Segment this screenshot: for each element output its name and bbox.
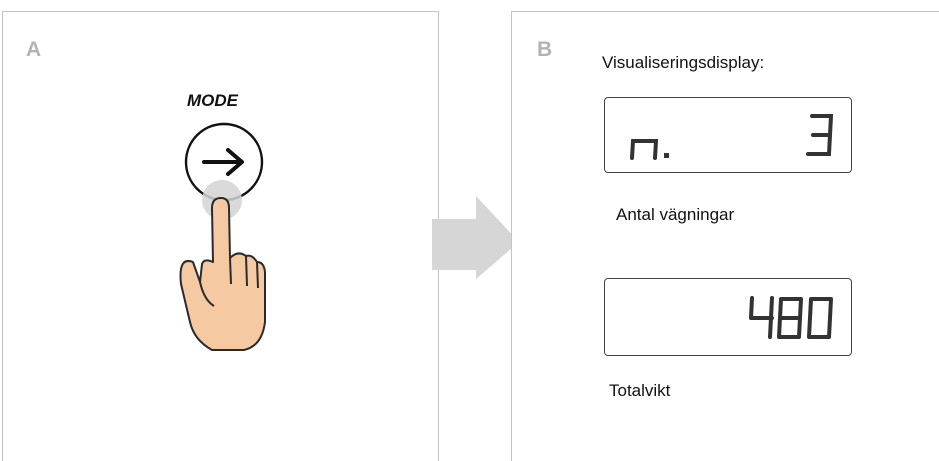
step-b-panel: B <box>511 11 939 461</box>
pointing-hand-icon <box>179 197 266 351</box>
total-weight-display: 480 <box>604 278 852 356</box>
step-b-letter: B <box>537 38 553 61</box>
mode-button-label: MODE <box>187 91 238 110</box>
weighings-count-display: n. 3 <box>604 97 852 173</box>
weighings-count-caption: Antal vägningar <box>616 205 735 224</box>
step-a-letter: A <box>26 38 42 61</box>
total-weight-caption: Totalvikt <box>609 381 671 400</box>
right-arrow-icon <box>202 148 244 176</box>
display-heading: Visualiseringsdisplay: <box>602 53 765 72</box>
next-step-arrow-icon <box>432 196 519 279</box>
